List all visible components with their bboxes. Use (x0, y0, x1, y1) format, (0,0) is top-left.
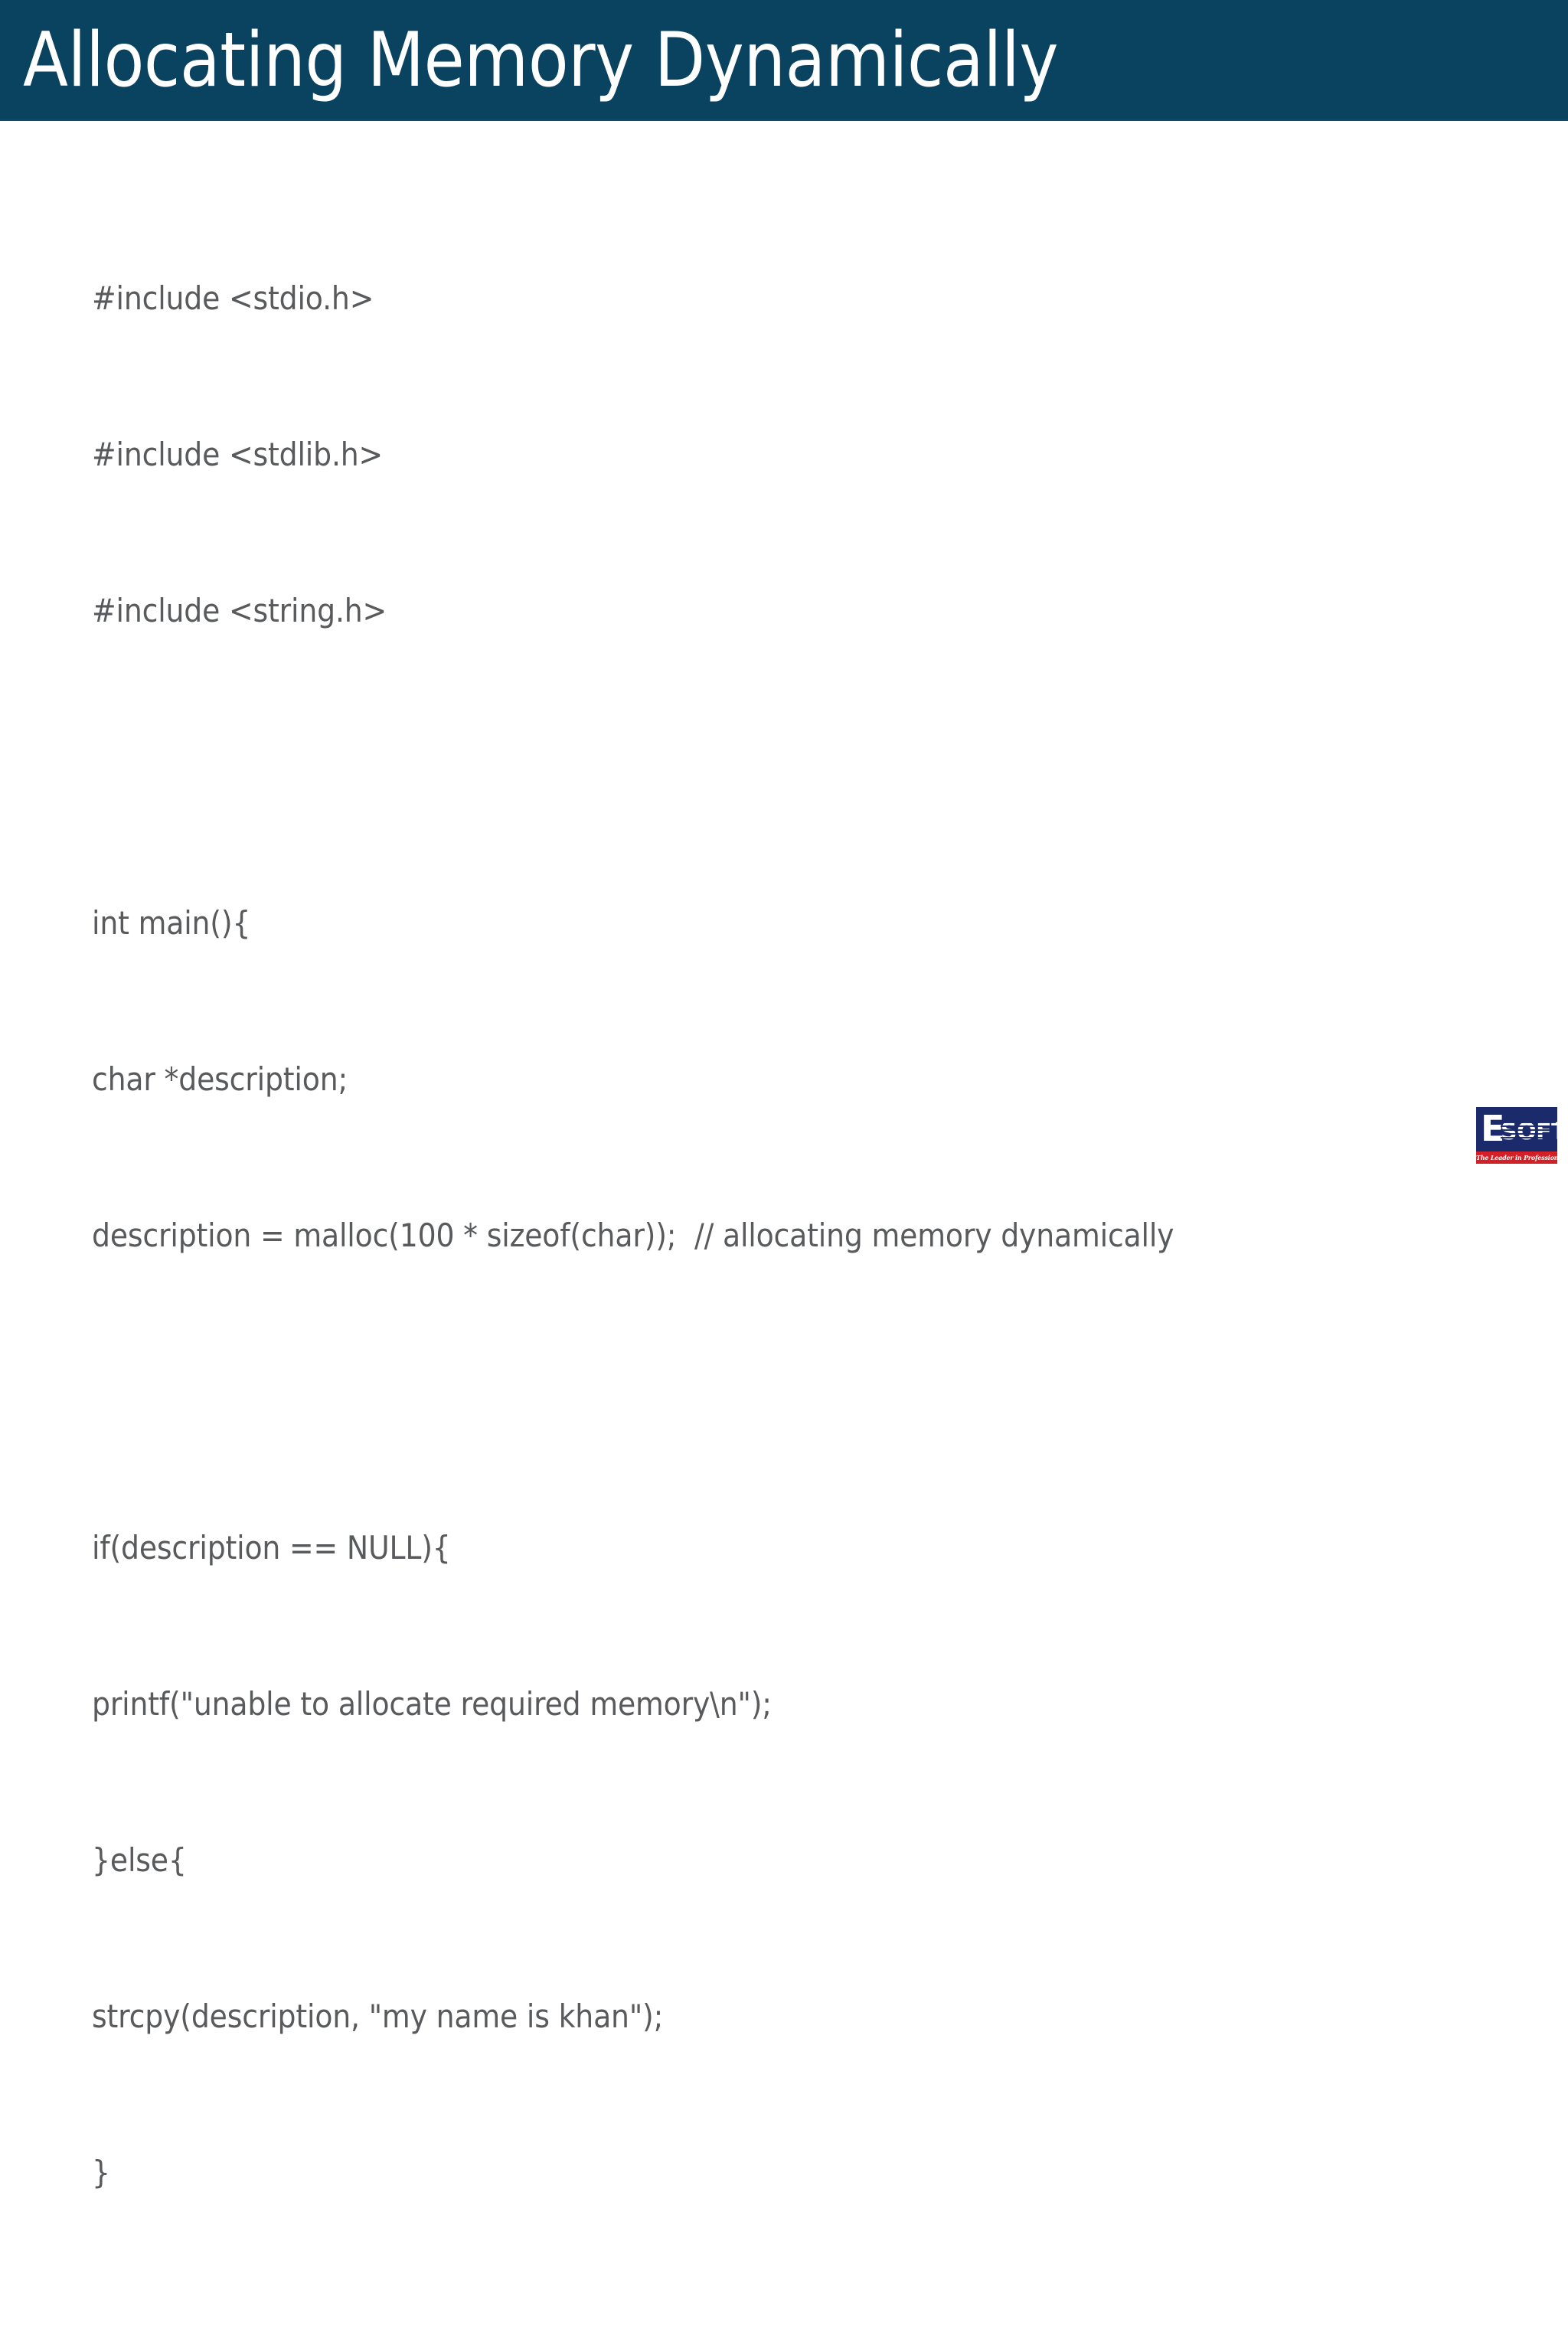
code-line: } (92, 2154, 110, 2191)
code-line: }else{ (92, 1841, 187, 1879)
code-listing: #include <stdio.h> #include <stdlib.h> #… (92, 168, 1374, 2352)
code-line: printf("unable to allocate required memo… (92, 1685, 772, 1723)
title-band-underline (0, 119, 1568, 121)
logo-letter-e: E (1481, 1108, 1504, 1149)
page-title: Allocating Memory Dynamically (23, 17, 1059, 104)
logo-tagline: The Leader in Professional IT Education (1476, 1152, 1557, 1164)
slide-title-band: Allocating Memory Dynamically (0, 0, 1568, 121)
code-line: #include <string.h> (92, 592, 387, 629)
code-line: #include <stdio.h> (92, 279, 374, 317)
code-line: if(description == NULL){ (92, 1529, 451, 1566)
code-line-blank (92, 741, 1374, 793)
code-line: int main(){ (92, 904, 251, 942)
code-line: strcpy(description, "my name is khan"); (92, 1998, 664, 2035)
code-line-blank (92, 1366, 1374, 1418)
code-line: char *description; (92, 1060, 348, 1098)
code-line-blank (92, 2303, 1374, 2352)
slide-body: #include <stdio.h> #include <stdlib.h> #… (0, 121, 1568, 2191)
code-line: #include <stdlib.h> (92, 436, 384, 473)
code-line: description = malloc(100 * sizeof(char))… (92, 1217, 1174, 1254)
